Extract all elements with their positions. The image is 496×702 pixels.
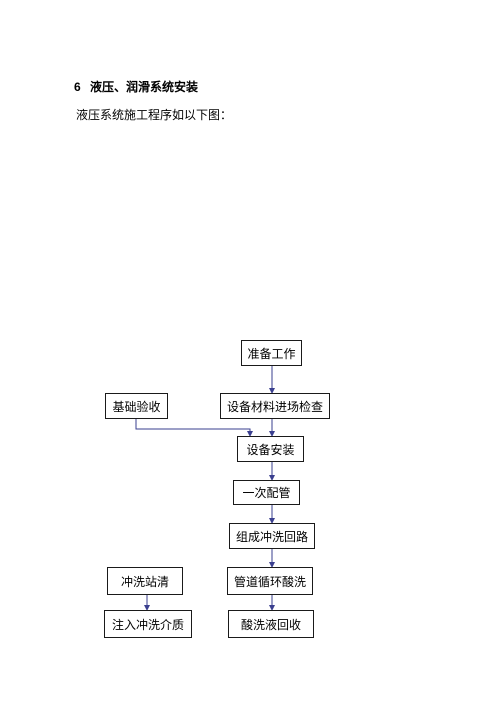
node-acid-recovery: 酸洗液回收 <box>228 610 314 638</box>
node-install: 设备安装 <box>237 436 304 462</box>
node-inject-medium: 注入冲洗介质 <box>104 610 192 638</box>
section-heading: 6 液压、润滑系统安装 <box>74 78 198 95</box>
intro-paragraph: 液压系统施工程序如以下图： <box>76 108 233 122</box>
node-foundation-check: 基础验收 <box>105 393 168 419</box>
node-prepare: 准备工作 <box>241 340 302 366</box>
section-title: 液压、润滑系统安装 <box>90 80 199 94</box>
node-flush-station-clean: 冲洗站清 <box>107 567 183 595</box>
node-flush-loop: 组成冲洗回路 <box>229 523 315 549</box>
node-material-inspect: 设备材料进场检查 <box>220 393 330 419</box>
node-first-piping: 一次配管 <box>233 480 300 505</box>
arrow-foundation-to-install <box>135 419 253 437</box>
section-number: 6 <box>74 80 81 94</box>
node-pipe-pickling: 管道循环酸洗 <box>227 567 313 595</box>
